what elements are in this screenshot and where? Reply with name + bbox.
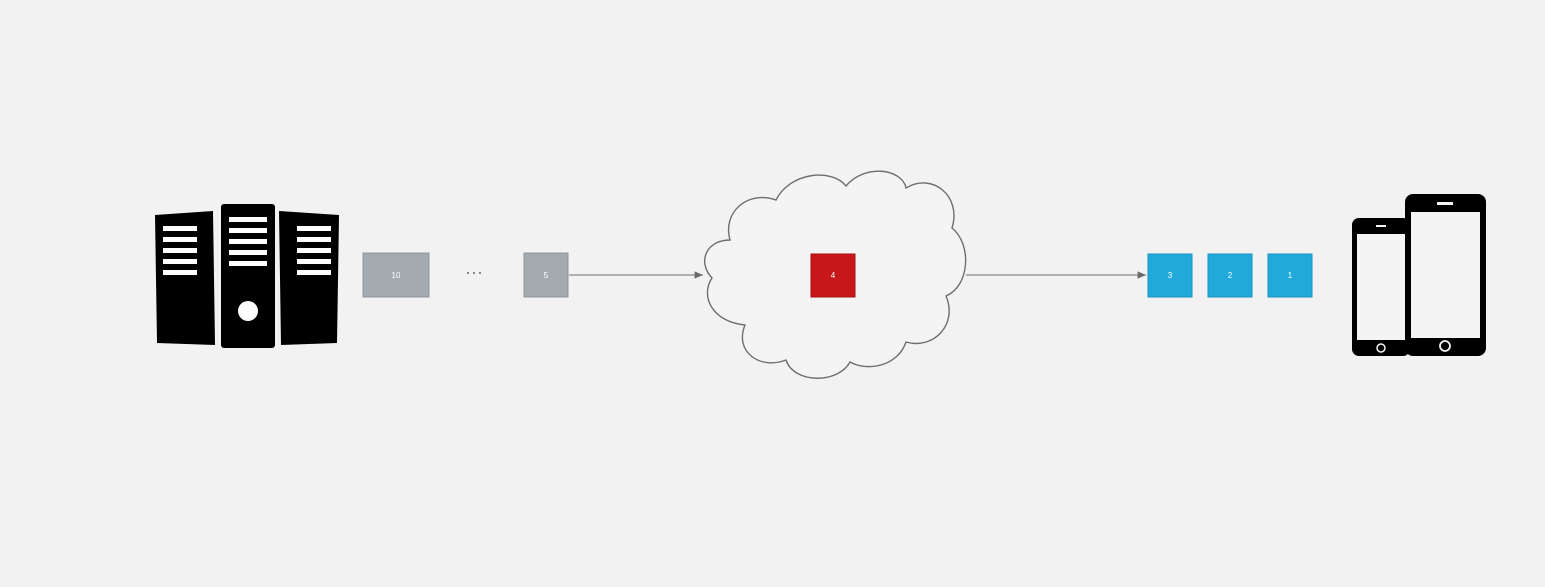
- packet-label: 5: [544, 271, 549, 280]
- delivered-packet: 3: [1147, 253, 1193, 298]
- packet-label: 2: [1228, 271, 1233, 280]
- delivered-packet: 1: [1267, 253, 1313, 298]
- server-rack-icon: [155, 204, 339, 348]
- packet-label: 3: [1168, 271, 1173, 280]
- delivered-packet: 2: [1207, 253, 1253, 298]
- packet-label: 1: [1288, 271, 1293, 280]
- mobile-devices-icon: [1352, 194, 1486, 356]
- in-transit-packet: 4: [810, 253, 856, 298]
- packet-label: 10: [392, 271, 401, 280]
- packet-label: 4: [831, 271, 836, 280]
- ellipsis: ···: [465, 262, 483, 282]
- outgoing-packet: 10: [362, 252, 430, 298]
- outgoing-packet: 5: [523, 252, 569, 298]
